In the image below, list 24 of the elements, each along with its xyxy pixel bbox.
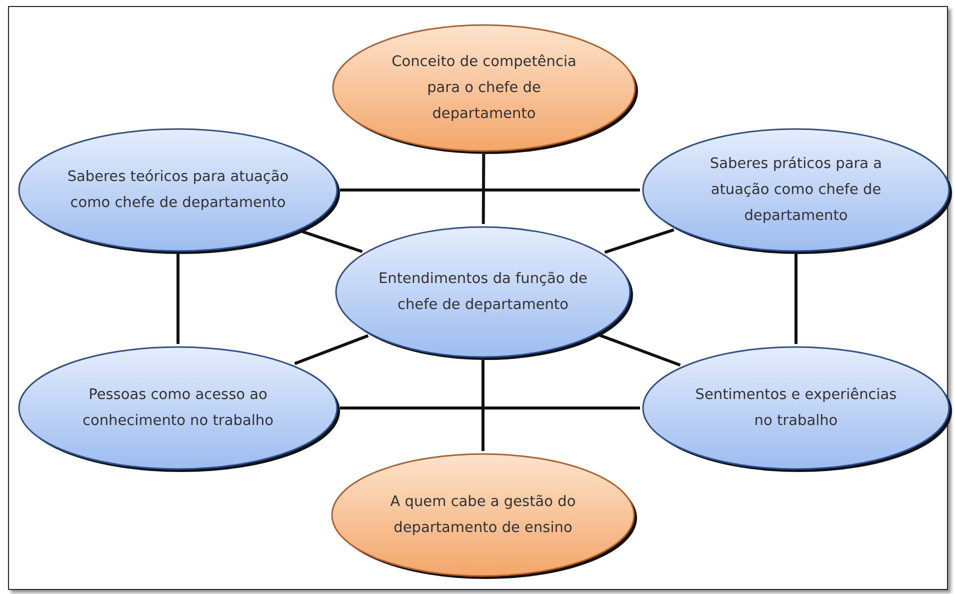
node-text: Entendimentos da função de chefe de departamento: [378, 270, 588, 315]
ellipse-node: [16, 126, 340, 254]
ellipse-node: [16, 344, 340, 472]
connector-line: [340, 406, 640, 410]
connector-line: [176, 254, 180, 344]
connector-line: [340, 188, 640, 192]
connector-line: [482, 154, 486, 224]
ellipse-node: [640, 344, 952, 472]
connector-line: [482, 360, 484, 451]
ellipse-node: [333, 224, 633, 360]
connector-line: [301, 230, 363, 254]
connector-line: [598, 334, 681, 366]
node-text: Saberes práticos para a atuação como chefe de departamento: [708, 155, 884, 226]
ellipse-node: [640, 126, 952, 254]
node-text: Sentimentos e experiências no trabalho: [694, 386, 898, 431]
ellipse-node: [330, 22, 638, 154]
connector-line: [794, 254, 798, 344]
node-text: A quem cabe a gestão do departamento de ensino: [389, 493, 577, 538]
node-text: Pessoas como acesso ao conhecimento no trabalho: [82, 386, 274, 431]
node-text: Conceito de competência para o chefe de departamento: [390, 53, 578, 124]
ellipse-node: [329, 451, 637, 579]
connector-line: [294, 334, 369, 366]
connector-line: [604, 228, 674, 254]
node-text: Saberes teóricos para atuação como chefe de departamento: [66, 168, 290, 213]
